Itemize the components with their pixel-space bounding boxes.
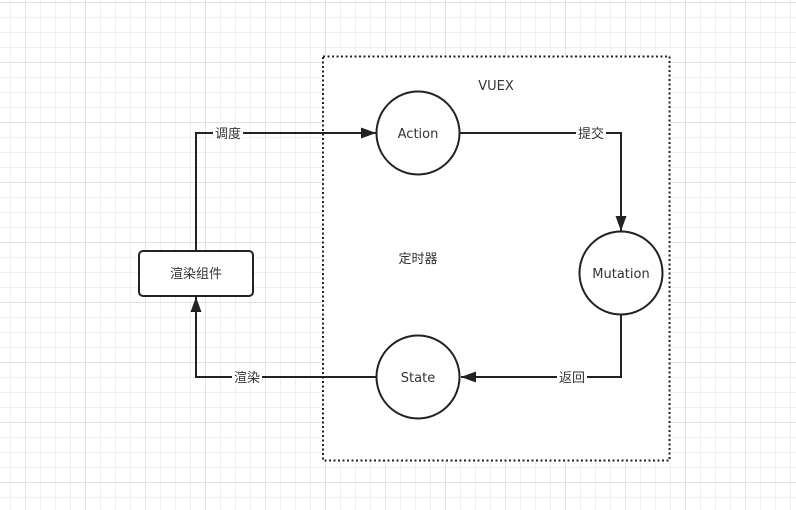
- mutation-circle[interactable]: [578, 230, 664, 316]
- edge-render-label: 渲染: [234, 371, 260, 386]
- edge-commit-label-bg: [576, 125, 606, 142]
- node-render-component[interactable]: 渲染组件: [138, 250, 254, 297]
- timer-label: 定时器: [398, 252, 437, 267]
- vuex-title: VUEX: [478, 79, 514, 94]
- edge-render[interactable]: [196, 297, 376, 378]
- edge-dispatch-label: 调度: [215, 126, 241, 142]
- edge-commit[interactable]: [460, 132, 621, 231]
- action-circle[interactable]: [375, 90, 461, 176]
- edge-return-label-bg: [557, 369, 587, 386]
- node-state[interactable]: State: [375, 334, 461, 420]
- mutation-label: Mutation: [592, 267, 649, 282]
- edge-render-label-bg: [232, 369, 262, 386]
- node-action[interactable]: Action: [375, 90, 461, 176]
- state-label: State: [401, 371, 435, 386]
- edge-commit-label: 提交: [578, 126, 604, 142]
- edge-return-label: 返回: [559, 371, 585, 386]
- node-mutation[interactable]: Mutation: [578, 230, 664, 316]
- action-label: Action: [398, 127, 439, 142]
- edge-dispatch-label-bg: [213, 125, 243, 142]
- render-component-box[interactable]: [138, 250, 254, 297]
- edge-dispatch[interactable]: [195, 133, 376, 251]
- state-circle[interactable]: [375, 334, 461, 420]
- edge-return[interactable]: [461, 315, 622, 377]
- render-component-label: 渲染组件: [170, 267, 222, 282]
